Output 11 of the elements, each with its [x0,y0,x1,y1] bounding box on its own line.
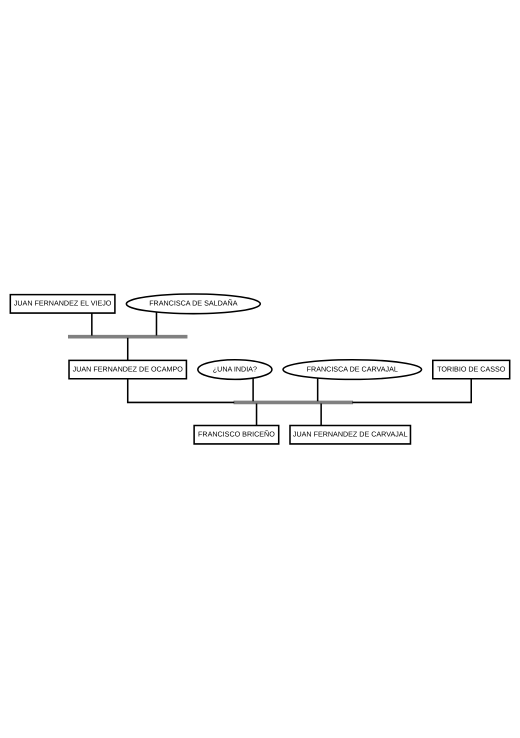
connector [126,378,234,404]
connector [91,313,93,336]
connector [352,378,472,404]
connector [252,378,254,402]
node-bar [234,400,354,404]
connector [256,404,258,426]
connector [320,404,322,426]
connector [126,338,128,360]
connector [316,378,318,402]
node-bar [68,334,188,338]
connector [156,312,158,336]
